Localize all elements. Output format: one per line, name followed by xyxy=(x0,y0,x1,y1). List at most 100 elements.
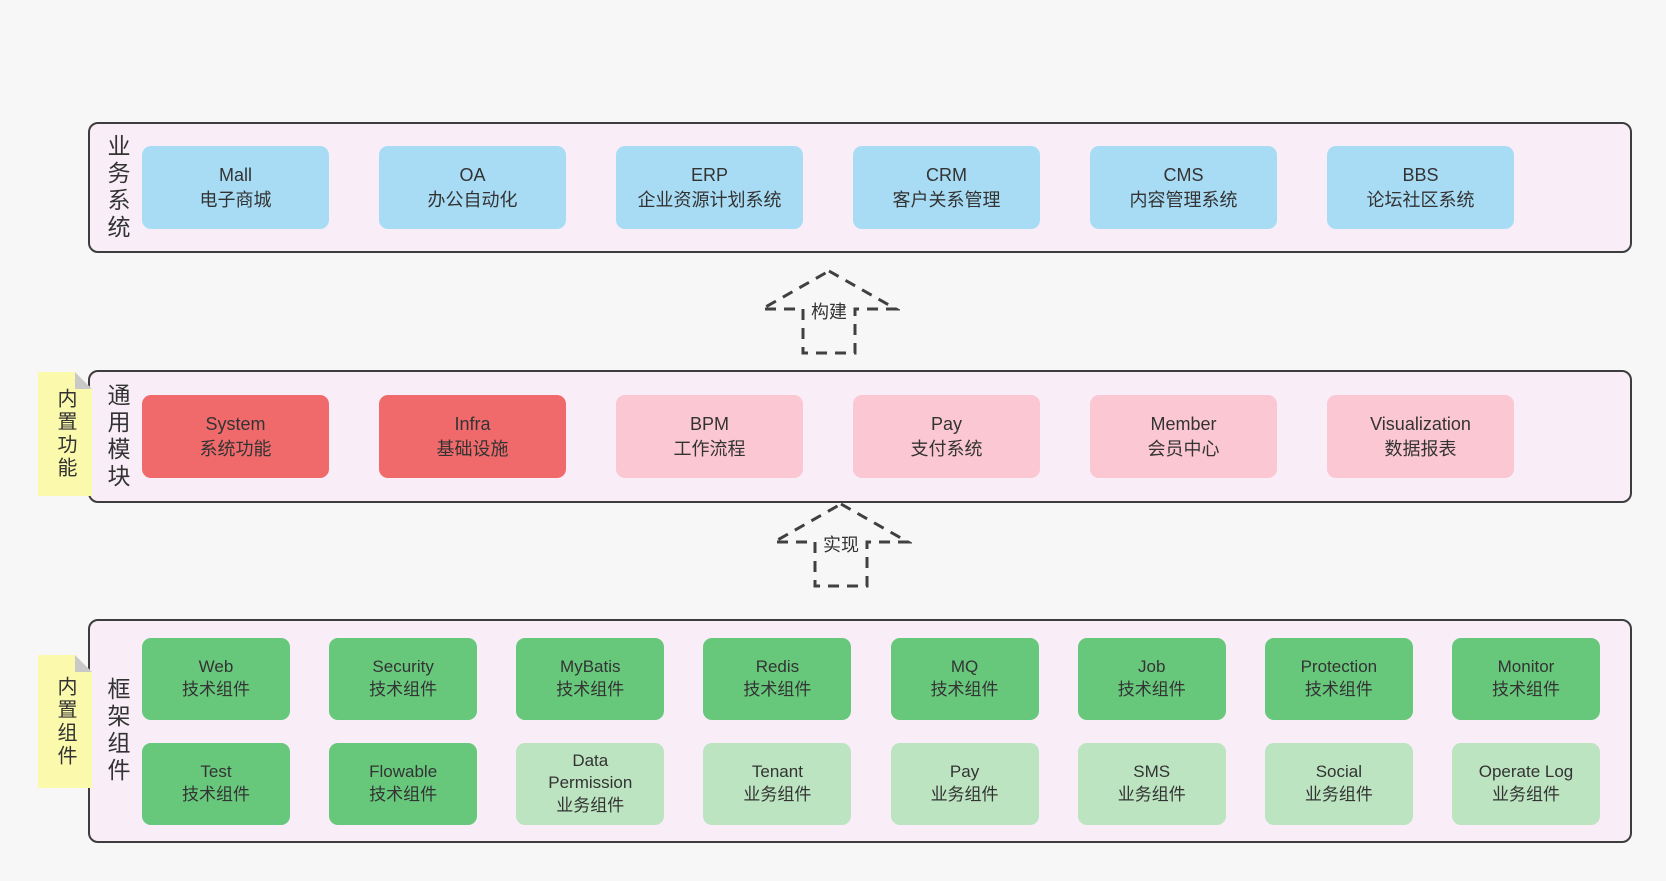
box-subtitle: 办公自动化 xyxy=(427,189,518,210)
sticky-note-builtin-features: 内置功能 xyxy=(38,372,92,496)
box-title: System xyxy=(205,414,266,435)
box-subtitle: 论坛社区系统 xyxy=(1366,189,1475,210)
box-business-systems-crm: CRM 客户关系管理 xyxy=(853,146,1040,229)
box-title: Monitor xyxy=(1497,657,1555,677)
band-label-framework-components: 框架组件 xyxy=(104,677,130,785)
box-title: Web xyxy=(198,657,234,677)
box-title: Security xyxy=(372,657,434,677)
box-title: OA xyxy=(459,165,486,186)
box-subtitle: 企业资源计划系统 xyxy=(637,189,782,210)
box-subtitle: 会员中心 xyxy=(1147,438,1220,459)
box-business-systems-bbs: BBS 论坛社区系统 xyxy=(1327,146,1514,229)
box-subtitle: 业务组件 xyxy=(556,795,625,815)
box-subtitle: 客户关系管理 xyxy=(892,189,1001,210)
box-common-modules-system: System 系统功能 xyxy=(142,395,329,478)
box-subtitle: 支付系统 xyxy=(910,438,983,459)
box-title: Protection xyxy=(1300,657,1378,677)
box-business-systems-mall: Mall 电子商城 xyxy=(142,146,329,229)
box-subtitle: 系统功能 xyxy=(199,438,272,459)
business-systems-row: Mall 电子商城 OA 办公自动化 ERP 企业资源计划系统 CRM 客户关系管理 CMS 内容… xyxy=(142,146,1514,229)
box-subtitle: 业务组件 xyxy=(743,784,812,804)
box-title: BPM xyxy=(689,414,729,435)
box-subtitle: 技术组件 xyxy=(369,784,438,804)
box-subtitle: 技术组件 xyxy=(1117,679,1186,699)
box-business-systems-cms: CMS 内容管理系统 xyxy=(1090,146,1277,229)
box-title: Data Permission xyxy=(548,751,633,793)
up-arrow-icon xyxy=(758,269,900,355)
box-subtitle: 技术组件 xyxy=(182,784,250,804)
arrow-implement-label: 实现 xyxy=(819,531,863,557)
box-business-systems-oa: OA 办公自动化 xyxy=(379,146,566,229)
box-title: Tenant xyxy=(751,762,803,782)
box-title: CMS xyxy=(1163,165,1204,186)
box-subtitle: 技术组件 xyxy=(930,679,999,699)
band-label-common-modules: 通用模块 xyxy=(104,382,130,491)
box-common-modules-member: Member 会员中心 xyxy=(1090,395,1277,478)
box-title: SMS xyxy=(1133,762,1171,782)
box-subtitle: 技术组件 xyxy=(182,679,250,699)
box-title: Flowable xyxy=(369,762,438,782)
box-subtitle: 业务组件 xyxy=(1304,784,1373,804)
box-title: ERP xyxy=(690,165,728,186)
box-title: Visualization xyxy=(1370,414,1471,435)
arrow-build: 构建 xyxy=(758,268,900,356)
arrow-implement: 实现 xyxy=(770,501,912,589)
box-title: Test xyxy=(200,762,232,782)
sticky-note-builtin-components-label: 内置组件 xyxy=(54,675,76,768)
band-label-business-systems: 业务系统 xyxy=(104,133,130,242)
box-common-modules-visualization: Visualization 数据报表 xyxy=(1327,395,1514,478)
box-title: Pay xyxy=(949,762,980,782)
box-title: Social xyxy=(1315,762,1362,782)
box-subtitle: 业务组件 xyxy=(1491,784,1560,804)
box-title: Mall xyxy=(218,165,252,186)
box-subtitle: 工作流程 xyxy=(673,438,746,459)
band-business-systems: 业务系统 Mall 电子商城 OA 办公自动化 ERP 企业资源计划系统 CRM 客户关系管理… xyxy=(88,122,1632,253)
box-subtitle: 数据报表 xyxy=(1384,438,1457,459)
box-subtitle: 业务组件 xyxy=(930,784,999,804)
box-subtitle: 技术组件 xyxy=(743,679,812,699)
arrow-build-label: 构建 xyxy=(807,298,851,324)
sticky-note-builtin-components: 内置组件 xyxy=(38,655,92,788)
box-subtitle: 电子商城 xyxy=(199,189,272,210)
box-title: Operate Log xyxy=(1478,762,1574,782)
box-title: MyBatis xyxy=(560,657,621,677)
box-subtitle: 内容管理系统 xyxy=(1129,189,1238,210)
box-title: Redis xyxy=(755,657,800,677)
up-arrow-icon xyxy=(770,502,912,588)
box-title: Infra xyxy=(454,414,491,435)
box-title: BBS xyxy=(1402,165,1439,186)
sticky-note-builtin-features-label: 内置功能 xyxy=(54,388,76,480)
box-subtitle: 技术组件 xyxy=(369,679,438,699)
box-title: CRM xyxy=(926,165,967,186)
box-title: Job xyxy=(1137,657,1166,677)
band-business-boxes: Mall 电子商城 OA 办公自动化 ERP 企业资源计划系统 CRM 客户关系管理 CMS 内容… xyxy=(142,146,1514,229)
box-title: Member xyxy=(1150,414,1217,435)
box-subtitle: 技术组件 xyxy=(1491,679,1560,699)
box-subtitle: 技术组件 xyxy=(556,679,625,699)
